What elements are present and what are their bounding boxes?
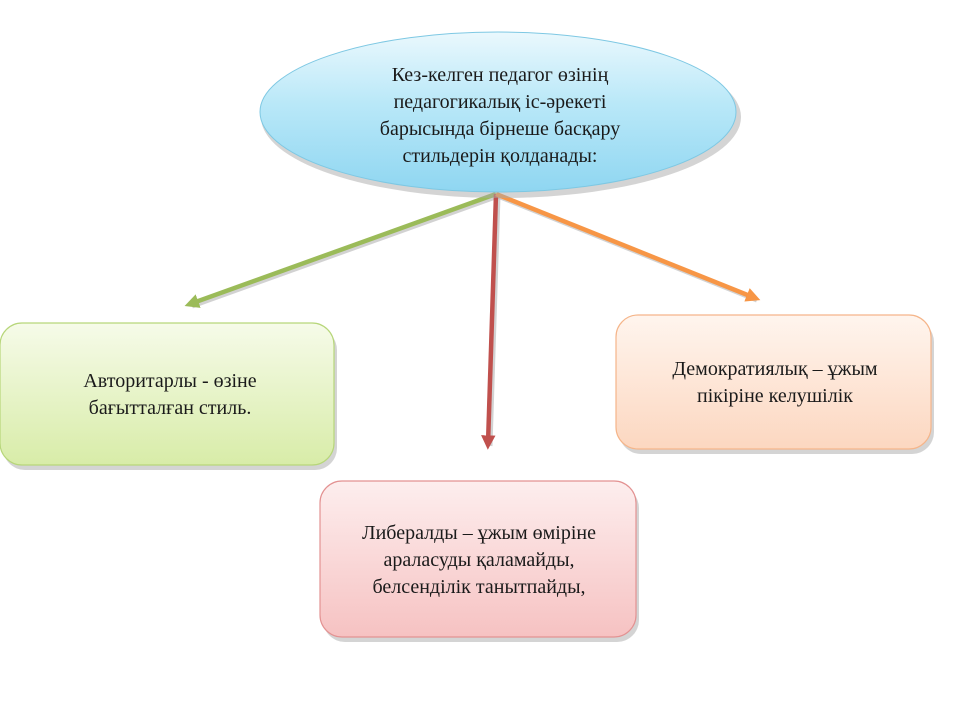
democratic-text: Демократиялық – ұжым пікіріне келушілік: [620, 320, 930, 446]
liberal-box: [319, 480, 637, 638]
arrow-to-democratic: [495, 191, 761, 302]
liberal-line-2: араласуды қаламайды,: [383, 548, 575, 571]
democratic-line-2: пікіріне келушілік: [697, 385, 853, 407]
center-line-3: барысында бірнеше басқару: [379, 118, 621, 140]
liberal-line-3: белсенділік танытпайды,: [372, 575, 586, 598]
authoritarian-line-2: бағытталған стиль.: [88, 397, 252, 419]
center-line-4: стильдерін қолданады:: [402, 145, 598, 167]
liberal-text: Либералды – ұжым өміріне араласуды қалам…: [325, 486, 633, 634]
center-ellipse: [259, 31, 737, 193]
liberal-line-1: Либералды – ұжым өміріне: [362, 521, 596, 544]
authoritarian-text: Авторитарлы - өзіне бағытталған стиль.: [10, 330, 330, 460]
arrow-to-authoritarian: [184, 191, 497, 308]
authoritarian-line-1: Авторитарлы - өзіне: [83, 370, 257, 392]
authoritarian-box: [0, 322, 335, 466]
democratic-line-1: Демократиялық – ұжым: [672, 358, 878, 380]
center-line-2: педагогикалық іс-әрекеті: [393, 91, 607, 113]
center-node-text: Кез-келген педагог өзінің педагогикалық …: [280, 52, 720, 180]
democratic-box: [615, 314, 932, 450]
arrow-to-liberal: [481, 193, 499, 450]
center-line-1: Кез-келген педагог өзінің: [391, 64, 609, 86]
